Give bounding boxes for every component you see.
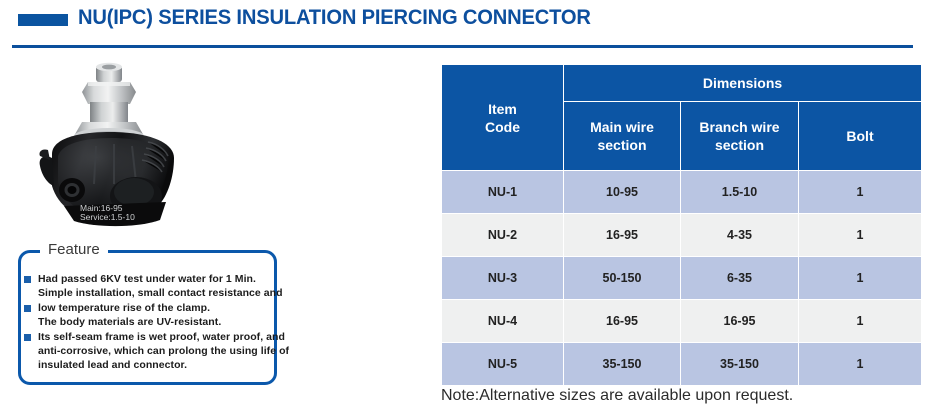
table-header-row-group: Item Code Dimensions xyxy=(442,65,922,170)
column-header-bolt: Bolt xyxy=(799,102,922,170)
cell-main-wire: 16-95 xyxy=(564,214,680,256)
cell-main-wire: 16-95 xyxy=(564,300,680,342)
feature-line: Simple installation, small contact resis… xyxy=(24,286,283,300)
feature-box-title: Feature xyxy=(40,240,108,260)
cell-item-code: NU-2 xyxy=(442,214,563,256)
table-row: NU-5 35-150 35-150 1 xyxy=(442,343,922,385)
main-wire-line2: section xyxy=(597,137,647,153)
page-header: NU(IPC) SERIES INSULATION PIERCING CONNE… xyxy=(0,0,925,52)
feature-line-text: insulated lead and connector. xyxy=(38,359,188,372)
feature-line-text: Had passed 6KV test under water for 1 Mi… xyxy=(38,273,256,285)
bullet-spacer xyxy=(24,290,31,297)
cell-bolt: 1 xyxy=(799,257,922,299)
cell-main-wire: 10-95 xyxy=(564,171,680,213)
feature-line-text: anti-corrosive, which can prolong the us… xyxy=(38,345,290,358)
cell-item-code: NU-1 xyxy=(442,171,563,213)
cell-item-code: NU-4 xyxy=(442,300,563,342)
product-image: Main:16-95 Service:1.5-10 xyxy=(18,58,223,233)
connector-illustration: Main:16-95 Service:1.5-10 xyxy=(39,62,174,227)
branch-wire-line2: section xyxy=(714,137,764,153)
table-row: NU-1 10-95 1.5-10 1 xyxy=(442,171,922,213)
item-code-line1: Item xyxy=(488,100,517,117)
column-header-item-code: Item Code xyxy=(442,65,563,170)
cell-bolt: 1 xyxy=(799,300,922,342)
table-note: Note:Alternative sizes are available upo… xyxy=(441,387,794,404)
column-header-branch-wire-section: Branch wire section xyxy=(681,102,798,170)
feature-line: Had passed 6KV test under water for 1 Mi… xyxy=(24,272,276,286)
feature-line-text: Its self-seam frame is wet proof, water … xyxy=(38,330,285,343)
table-row: NU-2 16-95 4-35 1 xyxy=(442,214,922,256)
header-divider-rule xyxy=(12,45,913,48)
bullet-spacer xyxy=(24,348,31,355)
cell-item-code: NU-5 xyxy=(442,343,563,385)
feature-line: The body materials are UV-resistant. xyxy=(24,315,276,329)
bullet-square-icon xyxy=(24,304,31,312)
header-accent-bar xyxy=(18,14,68,26)
cell-branch-wire: 6-35 xyxy=(681,257,798,299)
column-header-dimensions: Dimensions xyxy=(564,65,922,101)
specifications-table: Item Code Dimensions Main wire section B… xyxy=(441,64,923,386)
feature-line: low temperature rise of the clamp. xyxy=(24,301,276,315)
cell-branch-wire: 4-35 xyxy=(681,214,798,256)
main-wire-line1: Main wire xyxy=(590,119,654,135)
branch-wire-line1: Branch wire xyxy=(699,119,780,135)
feature-line: anti-corrosive, which can prolong the us… xyxy=(24,344,289,358)
cell-bolt: 1 xyxy=(799,343,922,385)
feature-line-text: The body materials are UV-resistant. xyxy=(38,316,222,329)
item-code-line2: Code xyxy=(485,118,520,135)
bullet-square-icon xyxy=(24,276,31,283)
page-title: NU(IPC) SERIES INSULATION PIERCING CONNE… xyxy=(78,6,591,29)
cell-main-wire: 50-150 xyxy=(564,257,680,299)
product-label-service: Service:1.5-10 xyxy=(80,212,135,222)
feature-line: Its self-seam frame is wet proof, water … xyxy=(24,330,285,344)
feature-box xyxy=(18,250,277,385)
cell-item-code: NU-3 xyxy=(442,257,563,299)
table-row: NU-3 50-150 6-35 1 xyxy=(442,257,922,299)
feature-line-text: low temperature rise of the clamp. xyxy=(38,301,211,314)
table-body: NU-1 10-95 1.5-10 1 NU-2 16-95 4-35 1 NU… xyxy=(442,171,922,385)
bullet-square-icon xyxy=(24,333,31,341)
bullet-spacer xyxy=(24,319,31,326)
cell-branch-wire: 35-150 xyxy=(681,343,798,385)
feature-line: insulated lead and connector. xyxy=(24,358,276,372)
feature-line-text: Simple installation, small contact resis… xyxy=(38,287,283,300)
table-header: Item Code Dimensions Main wire section B… xyxy=(442,65,922,170)
product-label-main: Main:16-95 xyxy=(80,203,123,213)
cell-branch-wire: 1.5-10 xyxy=(681,171,798,213)
cell-main-wire: 35-150 xyxy=(564,343,680,385)
column-header-main-wire-section: Main wire section xyxy=(564,102,680,170)
table-header-row-sub: Main wire section Branch wire section Bo… xyxy=(442,102,922,170)
feature-list: Had passed 6KV test under water for 1 Mi… xyxy=(24,272,289,373)
cell-branch-wire: 16-95 xyxy=(681,300,798,342)
table-row: NU-4 16-95 16-95 1 xyxy=(442,300,922,342)
cell-bolt: 1 xyxy=(799,214,922,256)
bullet-spacer xyxy=(24,362,31,369)
cell-bolt: 1 xyxy=(799,171,922,213)
